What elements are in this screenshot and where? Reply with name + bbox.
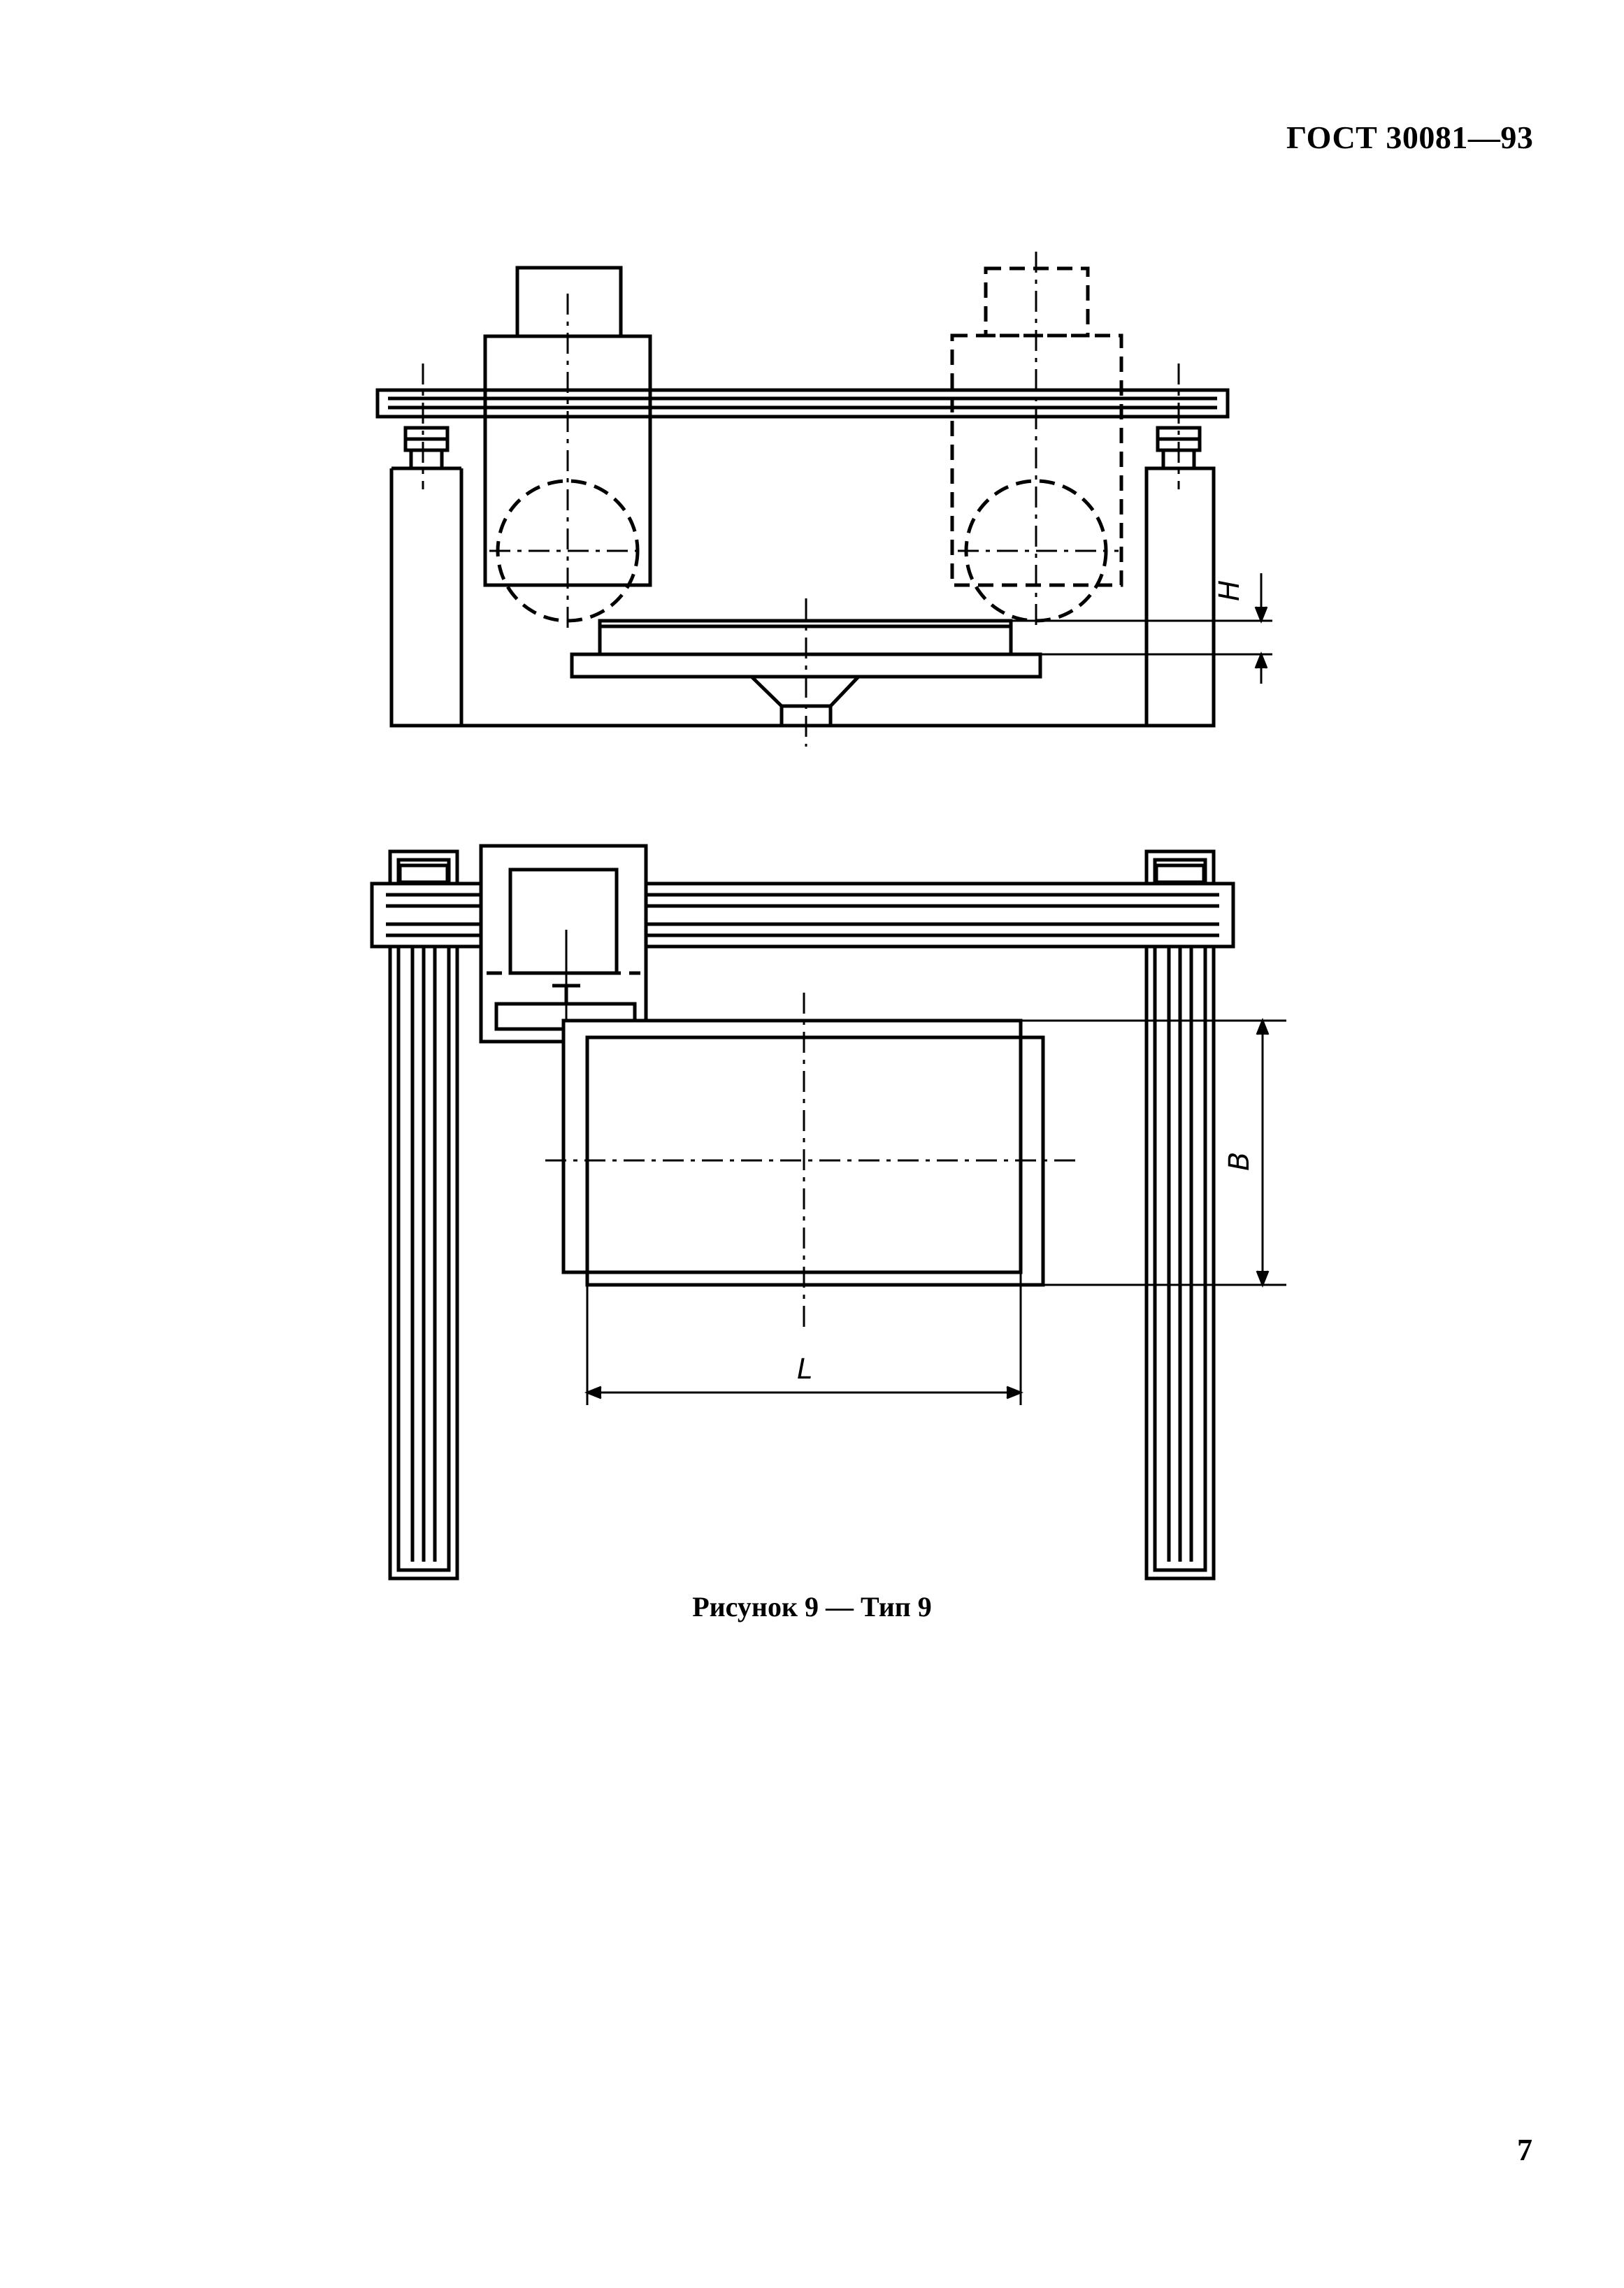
left-cutting-head xyxy=(483,266,652,629)
right-column xyxy=(1144,466,1216,728)
work-table xyxy=(570,598,1042,747)
front-view xyxy=(375,252,1272,747)
plan-view xyxy=(370,844,1286,1581)
slab xyxy=(545,993,1077,1328)
dimension-b xyxy=(1021,1017,1286,1288)
dimension-h xyxy=(1011,573,1272,684)
document-header: ГОСТ 30081—93 xyxy=(1286,120,1534,155)
right-rail xyxy=(1144,849,1216,1581)
carriage xyxy=(479,844,648,1049)
right-spring-bolt xyxy=(1156,364,1202,489)
left-spring-bolt xyxy=(403,364,450,489)
dimension-h-label: H xyxy=(1214,580,1246,601)
left-rail xyxy=(388,849,459,1581)
page-number: 7 xyxy=(1517,2133,1532,2167)
dimension-l-label: L xyxy=(797,1353,812,1386)
figure-caption: Рисунок 9 — Тип 9 xyxy=(692,1591,932,1623)
dimension-b-label: B xyxy=(1223,1152,1256,1171)
dimension-l xyxy=(584,1272,1024,1405)
right-cutting-head-phantom xyxy=(950,252,1123,629)
top-rail xyxy=(375,388,1230,419)
